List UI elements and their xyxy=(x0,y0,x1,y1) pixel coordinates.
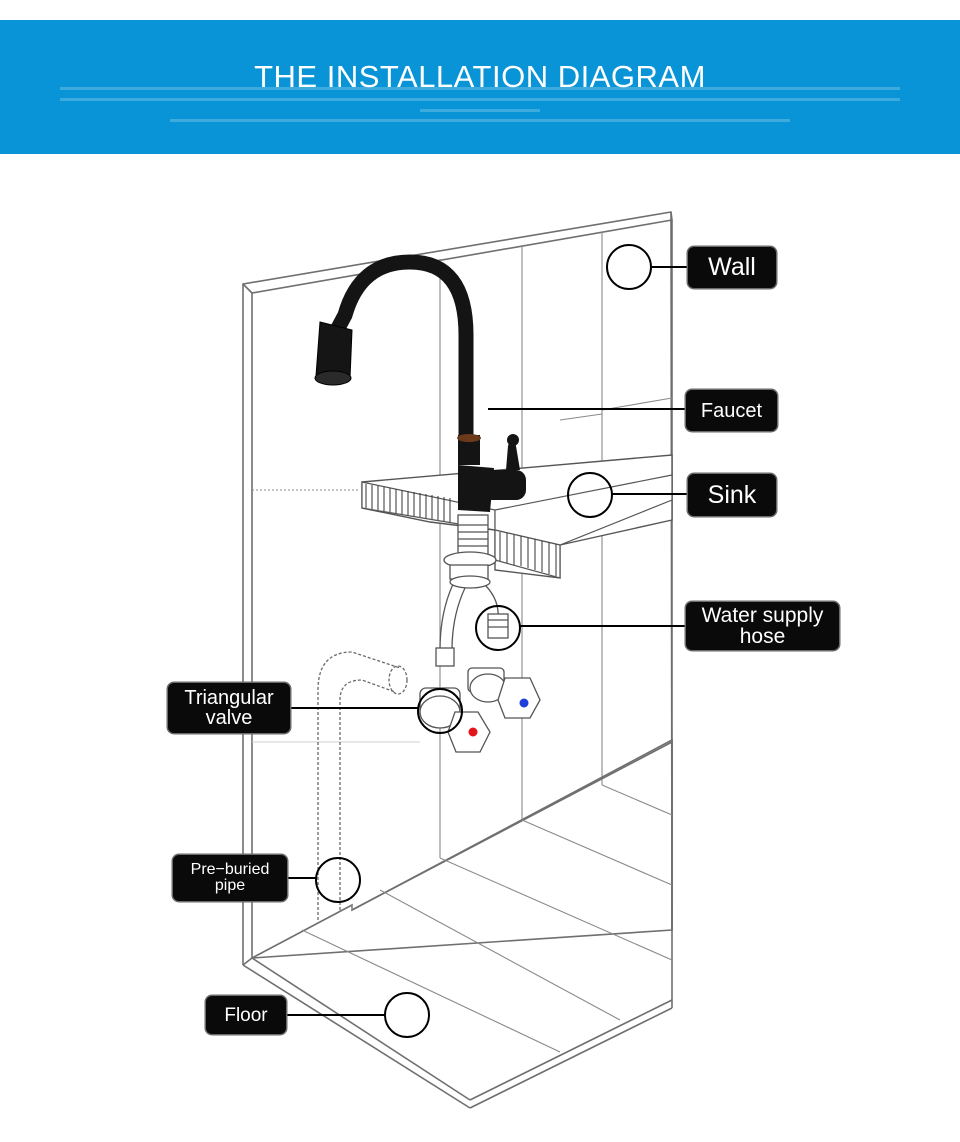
hot-water-marker xyxy=(468,727,478,737)
water-supply-hose-label: Water supply hose xyxy=(686,602,839,650)
hose-callout-circle xyxy=(475,605,521,651)
banner-fine-print-line xyxy=(420,109,540,112)
sink-label-text: Sink xyxy=(707,480,757,509)
floor-callout-circle xyxy=(384,992,430,1038)
wall-label-text: Wall xyxy=(708,253,756,281)
banner-fine-print-line xyxy=(60,87,900,90)
faucet-label: Faucet xyxy=(686,390,777,431)
floor-label-text: Floor xyxy=(224,1004,268,1026)
triangular-valve-label-text: Triangular valve xyxy=(184,687,274,729)
banner-title: THE INSTALLATION DIAGRAM xyxy=(254,59,706,94)
triangular-valves xyxy=(419,667,541,753)
pipe-callout-circle xyxy=(315,857,361,903)
pre-buried-pipe-label-text: Pre−buried pipe xyxy=(190,861,270,894)
faucet-label-text: Faucet xyxy=(700,399,763,422)
sink-label: Sink xyxy=(688,474,776,516)
wall-label: Wall xyxy=(688,247,776,288)
floor-label: Floor xyxy=(206,996,286,1034)
water-supply-hose xyxy=(435,579,509,667)
callout-markers xyxy=(286,244,688,1038)
sink-slab xyxy=(361,454,673,579)
pre-buried-pipe-label: Pre−buried pipe xyxy=(173,855,287,901)
faucet-body xyxy=(314,254,526,512)
wall-callout-circle xyxy=(606,244,652,290)
wall-outline xyxy=(242,211,673,965)
cold-water-marker xyxy=(519,698,529,708)
faucet-shank xyxy=(443,514,497,589)
banner-fine-print-line xyxy=(60,98,900,101)
floor-outline xyxy=(242,738,673,1109)
triangular-valve-label: Triangular valve xyxy=(168,683,290,733)
title-banner: THE INSTALLATION DIAGRAM xyxy=(0,20,960,154)
floor-tile-lines xyxy=(301,784,673,1053)
pre-buried-pipe xyxy=(317,651,408,920)
banner-fine-print-line xyxy=(170,119,790,122)
valve-callout-circle xyxy=(417,688,463,734)
water-supply-hose-label-text: Water supply hose xyxy=(701,604,824,648)
